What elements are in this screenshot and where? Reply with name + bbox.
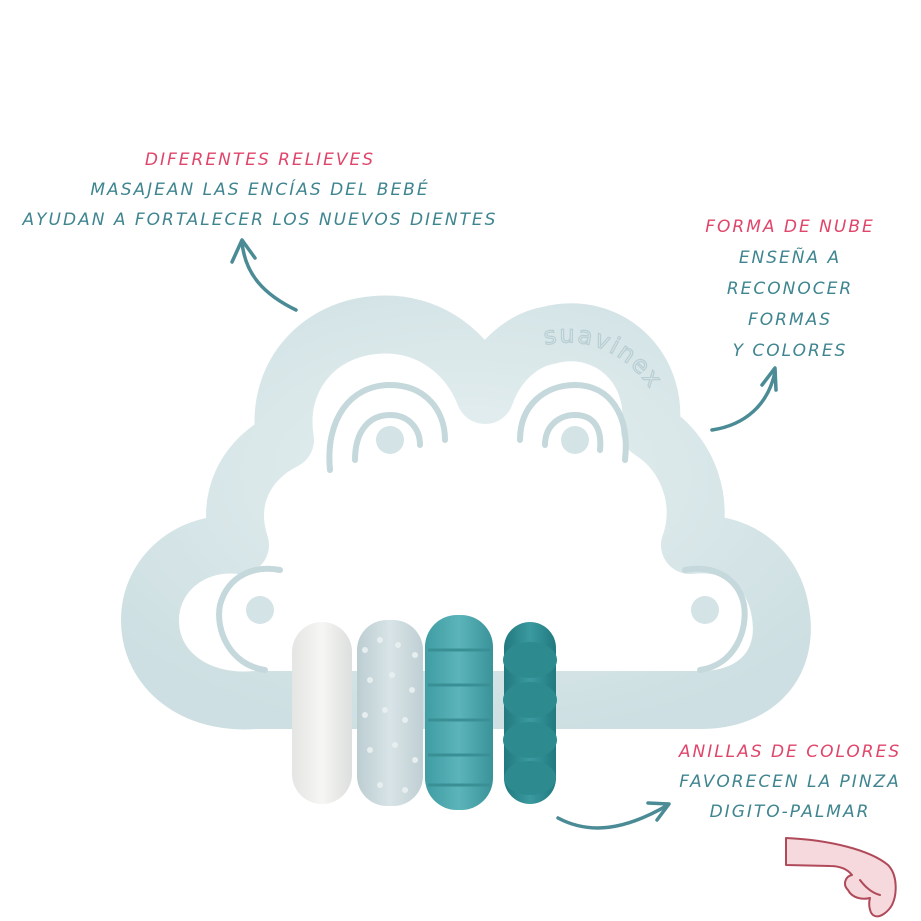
cloud-bumps <box>246 426 719 624</box>
ring-white <box>292 622 352 804</box>
callout-relieves: Diferentes relieves Masajean las encías … <box>20 145 500 235</box>
callout-line: Enseña a <box>738 248 842 268</box>
callout-line: Ayudan a fortalecer los nuevos dientes <box>22 210 498 230</box>
cloud-body <box>121 295 811 730</box>
arrow-up-right-icon <box>710 366 778 432</box>
callout-title: Forma de nube <box>705 217 875 237</box>
callout-line: Favorecen la pinza <box>679 772 901 792</box>
ring-grey-dotted <box>357 620 423 806</box>
ring-dark-teal-bumpy <box>503 622 557 804</box>
arrow-up-left-icon <box>230 238 298 312</box>
callout-line: reconocer <box>726 279 854 299</box>
callout-line: digito-palmar <box>709 802 871 822</box>
ring-teal-ridged <box>425 615 493 810</box>
callout-nube: Forma de nube Enseña a reconocer formas … <box>690 212 890 367</box>
callout-title: Anillas de colores <box>678 742 902 762</box>
callout-anillas: Anillas de colores Favorecen la pinza di… <box>665 737 915 827</box>
callout-line: y colores <box>732 341 848 361</box>
cloud-relief <box>216 381 748 673</box>
callout-line: Masajean las encías del bebé <box>90 180 430 200</box>
pinch-hand-icon <box>785 837 897 918</box>
callout-line: formas <box>747 310 833 330</box>
arrow-right-icon <box>556 801 671 830</box>
callout-title: Diferentes relieves <box>144 150 376 170</box>
